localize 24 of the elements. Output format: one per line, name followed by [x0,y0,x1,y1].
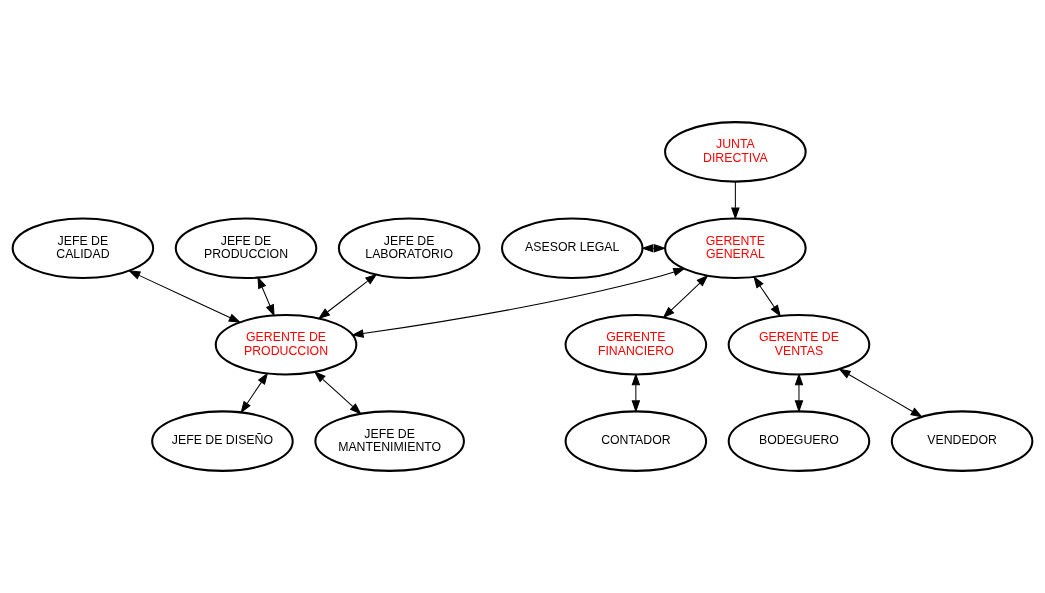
node-ellipse: JEFE DE LABORATORIO [337,217,481,280]
arrow [662,274,709,319]
node-ellipse: ASESOR LEGAL [500,217,644,280]
node-ellipse: VENDEDOR [890,410,1034,472]
node-ellipse: JUNTA DIRECTIVA [664,121,807,183]
node-ellipse: GERENTE FINANCIERO [564,313,708,376]
node-ellipse: JEFE DE MANTENIMIENTO [314,410,465,472]
arrow [794,373,804,413]
arrow [631,373,641,413]
arrow [317,273,378,320]
arrow [838,368,923,418]
node-ellipse: BODEGUERO [727,410,871,472]
arrow [313,371,362,415]
node-ellipse: GERENTE DE VENTAS [727,313,871,376]
arrow [753,275,782,318]
node-ellipse: CONTADOR [564,410,708,472]
node-ellipse: JEFE DE DISEÑO [151,410,294,472]
arrow [128,270,242,323]
node-ellipse: JEFE DE PRODUCCION [174,217,318,280]
arrow [257,276,275,317]
arrow [240,372,269,414]
arrow [731,181,740,220]
arrow [641,243,667,253]
arrow [351,267,686,338]
